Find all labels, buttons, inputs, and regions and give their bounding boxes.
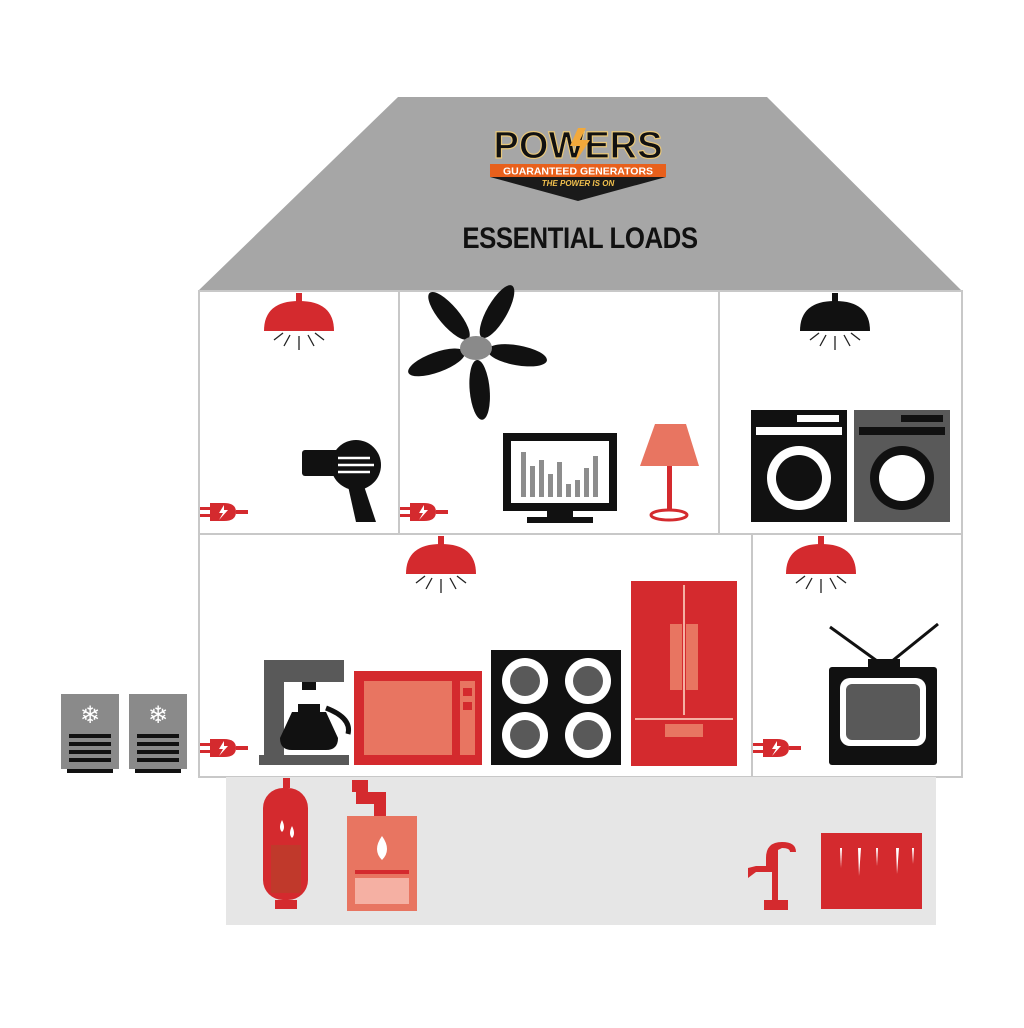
outlet-plug-icon	[200, 739, 248, 757]
television-icon	[829, 622, 939, 765]
ceiling-light-icon	[786, 536, 856, 593]
outlet-plug-icon	[200, 503, 248, 521]
logo-tagline: GUARANTEED GENERATORS	[503, 166, 653, 178]
logo-tagline-band	[490, 164, 666, 177]
svg-text:❄: ❄	[80, 701, 100, 729]
basement	[226, 777, 936, 925]
page-title: ESSENTIAL LOADS	[462, 222, 698, 255]
ceiling-light-icon	[264, 293, 334, 350]
logo-slogan-banner	[490, 177, 666, 201]
outlet-plug-icon	[400, 503, 448, 521]
coffee-maker-icon	[259, 660, 352, 765]
hair-dryer-icon	[302, 440, 381, 522]
water-heater-icon	[263, 778, 308, 909]
furnace-icon	[347, 780, 417, 911]
ac-unit-icon: ❄	[129, 694, 187, 773]
ac-unit-icon: ❄	[61, 694, 119, 773]
washing-machine-icon	[751, 410, 847, 522]
cooktop-icon	[491, 650, 621, 765]
well-pump-icon	[748, 842, 796, 910]
logo-slogan: THE POWER IS ON	[542, 179, 615, 188]
dryer-icon	[854, 410, 950, 522]
lightning-bolt-icon	[570, 128, 590, 164]
freezer-icon	[821, 833, 922, 909]
refrigerator-icon	[631, 581, 737, 766]
ceiling-light-icon	[406, 536, 476, 593]
powers-logo: POWERS GUARANTEED GENERATORS THE POWER I…	[490, 124, 666, 201]
computer-monitor-icon	[503, 433, 617, 523]
outlet-plug-icon	[753, 739, 801, 757]
table-lamp-icon	[640, 424, 699, 522]
ceiling-light-icon	[800, 293, 870, 350]
svg-text:❄: ❄	[148, 701, 168, 729]
microwave-icon	[354, 671, 482, 765]
ceiling-fan-icon	[408, 285, 547, 420]
